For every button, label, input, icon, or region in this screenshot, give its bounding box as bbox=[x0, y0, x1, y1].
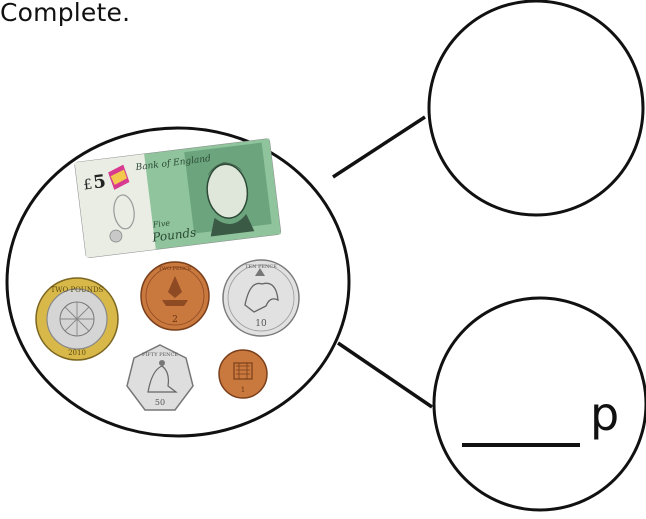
two-pound-year: 2010 bbox=[68, 349, 86, 357]
connector-line-bottom bbox=[337, 341, 433, 409]
note-symbol: £ bbox=[83, 177, 94, 194]
two-pound-rim-text: TWO POUNDS bbox=[51, 286, 104, 294]
fifty-pence-rim-text: FIFTY PENCE bbox=[142, 352, 178, 358]
queen-portrait bbox=[206, 163, 249, 219]
two-pence-rim-text: TWO PENCE bbox=[158, 266, 191, 272]
two-pence-coin: TWO PENCE 2 bbox=[140, 261, 210, 331]
five-pound-note: £ 5 Bank of England Five Pounds bbox=[74, 138, 282, 259]
one-penny-value: 1 bbox=[241, 386, 245, 394]
instruction-text: Complete. bbox=[0, 0, 131, 27]
note-value: 5 bbox=[92, 171, 107, 193]
answer-circle-top[interactable] bbox=[427, 0, 645, 217]
two-pence-value: 2 bbox=[172, 315, 178, 325]
ten-pence-coin: TEN PENCE 10 bbox=[222, 259, 300, 337]
connector-line-top bbox=[332, 115, 426, 179]
fifty-pence-value: 50 bbox=[155, 398, 165, 407]
one-penny-coin: 1 bbox=[218, 349, 268, 399]
answer-unit-label: p bbox=[590, 387, 620, 441]
ten-pence-rim-text: TEN PENCE bbox=[245, 264, 277, 270]
answer-circle-bottom[interactable] bbox=[432, 296, 646, 512]
note-words-top: Five bbox=[151, 218, 171, 229]
fifty-pence-coin: FIFTY PENCE 50 bbox=[126, 344, 194, 411]
two-pound-coin: TWO POUNDS 2010 bbox=[35, 277, 119, 361]
ten-pence-value: 10 bbox=[255, 319, 267, 329]
answer-blank-line[interactable] bbox=[462, 443, 580, 447]
note-words-bottom: Pounds bbox=[151, 225, 197, 244]
